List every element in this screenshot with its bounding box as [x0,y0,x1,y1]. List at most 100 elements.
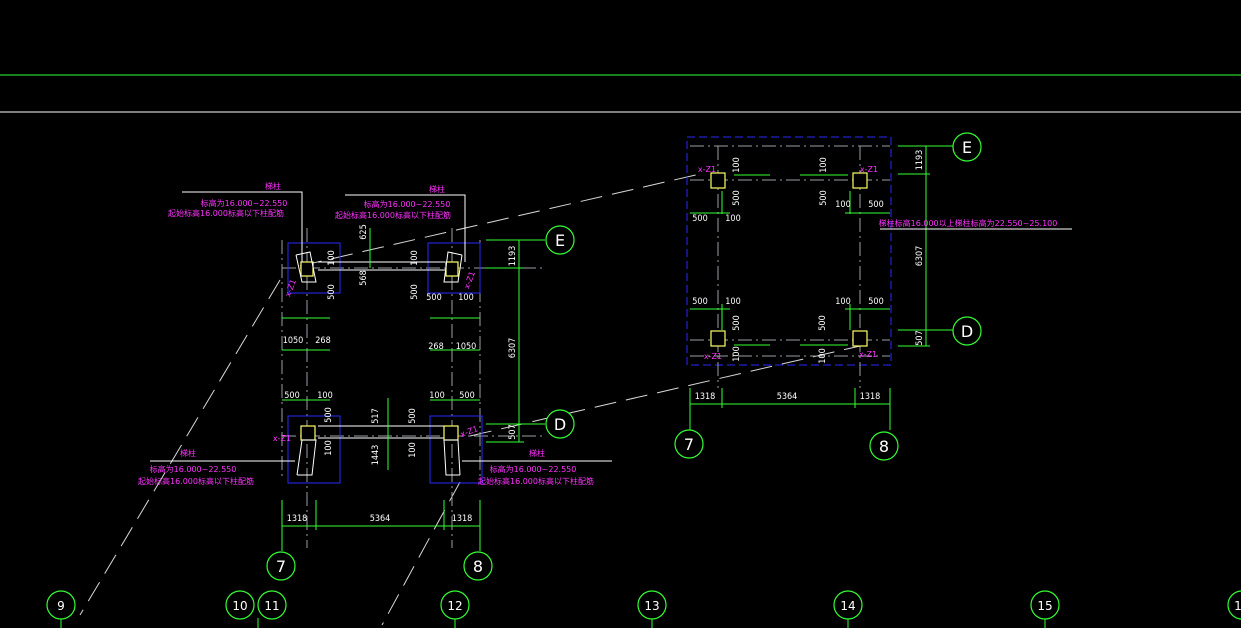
dim-text: 6307 [915,246,925,267]
right-column-tags: x-Z1 x-Z1 x-Z1 x-Z1 梯柱标高16.000以上梯柱标高为22.… [698,165,1057,361]
detail-leader-line [299,173,701,267]
axis-label-e: E [555,231,565,250]
detail-leader-line [469,345,861,437]
dim-text: 500 [327,284,337,299]
stair-column [852,330,868,347]
column-zone [427,242,481,294]
dim-text: 5364 [370,514,391,524]
dim-text: 517 [371,408,381,423]
dim-text: 507 [915,330,925,345]
axis-label-partial: 1 [1234,599,1241,613]
dim-text: 500 [284,391,299,401]
note-title: 梯柱 [429,184,445,194]
note-line: 起始标高16.000标高以下柱配筋 [168,208,284,218]
axis-bubble-13 [637,590,667,620]
dim-text: 1318 [695,392,716,402]
dim-text: 100 [429,391,444,401]
axis-bubble-8 [869,431,899,461]
left-plan-dimensions: 1318 5364 1318 1193 6307 507 625 568 100… [283,224,518,524]
dim-text: 1443 [371,445,381,466]
dim-text: 1050 [456,342,477,352]
stair-column [445,261,459,277]
dim-text: 100 [732,157,742,172]
detail-leader-line [381,481,461,626]
dim-text: 1193 [915,150,925,171]
note-line: 标高为16.000~22.550 [150,464,237,474]
axis-bubble-14 [833,590,863,620]
dim-text: 507 [508,424,518,439]
axis-bubble-e [952,132,982,162]
dim-text: 268 [428,342,443,352]
dim-text: 100 [408,442,418,457]
axis-label-7: 7 [276,557,286,576]
dim-text: 1193 [508,246,518,267]
note-title: 梯柱 [180,448,196,458]
dim-text: 500 [408,408,418,423]
axis-bubble-10 [225,590,255,620]
axis-label-d: D [554,415,566,434]
dim-text: 100 [835,297,850,307]
dim-text: 568 [359,270,369,285]
dim-text: 1318 [287,514,308,524]
stair-column [300,425,316,441]
column-zone [429,415,483,484]
dim-text: 500 [818,315,828,330]
dim-text: 1050 [283,336,304,346]
axis-label-8: 8 [473,557,483,576]
axis-label-10: 10 [232,599,247,613]
note-line: 标高为16.000~22.550 [364,199,451,209]
right-plan-note: 梯柱标高16.000以上梯柱标高为22.550~25.100 [879,218,1058,228]
note-title: 梯柱 [265,181,281,191]
axis-bubble-partial [1227,590,1241,620]
dim-text: 500 [732,315,742,330]
dim-text: 1318 [860,392,881,402]
column-tag: x-Z1 [704,352,722,361]
dim-text: 5364 [777,392,798,402]
column-zone [287,415,341,484]
column-tag: x-Z1 [283,278,298,298]
left-axis-bubbles: 7 8 E D [266,225,575,581]
dim-text: 1318 [452,514,473,524]
axis-label-e: E [962,138,972,157]
dim-text: 100 [732,346,742,361]
bottom-grid-axes: 9 10 11 12 13 14 15 1 [46,590,1241,628]
stair-column [710,330,726,347]
dim-text: 500 [819,190,829,205]
dim-text: 625 [359,224,369,239]
axis-label-15: 15 [1037,599,1052,613]
detail-leader-line [79,279,281,616]
dim-text: 500 [410,284,420,299]
axis-bubble-7 [266,551,296,581]
dim-text: 100 [317,391,332,401]
axis-label-12: 12 [447,599,462,613]
column-tag: x-Z1 [459,424,479,439]
left-stair-plan [150,191,612,548]
axis-bubble-7 [674,429,704,459]
column-zone [287,242,341,294]
stair-column [443,425,459,441]
column-tag: x-Z1 [859,350,877,359]
dim-text: 500 [732,190,742,205]
dim-text: 100 [725,297,740,307]
axis-label-8: 8 [879,437,889,456]
note-line: 起始标高16.000标高以下柱配筋 [478,476,594,486]
dim-text: 100 [819,157,829,172]
column-tag: x-Z1 [698,165,716,174]
axis-label-7: 7 [684,435,694,454]
dim-text: 500 [692,297,707,307]
column-tag: x-Z1 [462,270,477,290]
dim-text: 500 [324,407,334,422]
right-plan-dimensions: 1318 5364 1318 1193 6307 507 100 100 500… [692,150,925,402]
dim-text: 500 [426,293,441,303]
axis-label-9: 9 [57,599,65,613]
axis-bubble-d [952,316,982,346]
dim-text: 500 [868,297,883,307]
axis-bubble-9 [46,590,76,620]
right-axis-bubbles: 7 8 E D [674,132,982,461]
dim-text: 100 [458,293,473,303]
dim-text: 6307 [508,338,518,359]
note-line: 起始标高16.000标高以下柱配筋 [138,476,254,486]
stair-column [852,172,868,189]
axis-bubble-11 [257,590,287,620]
